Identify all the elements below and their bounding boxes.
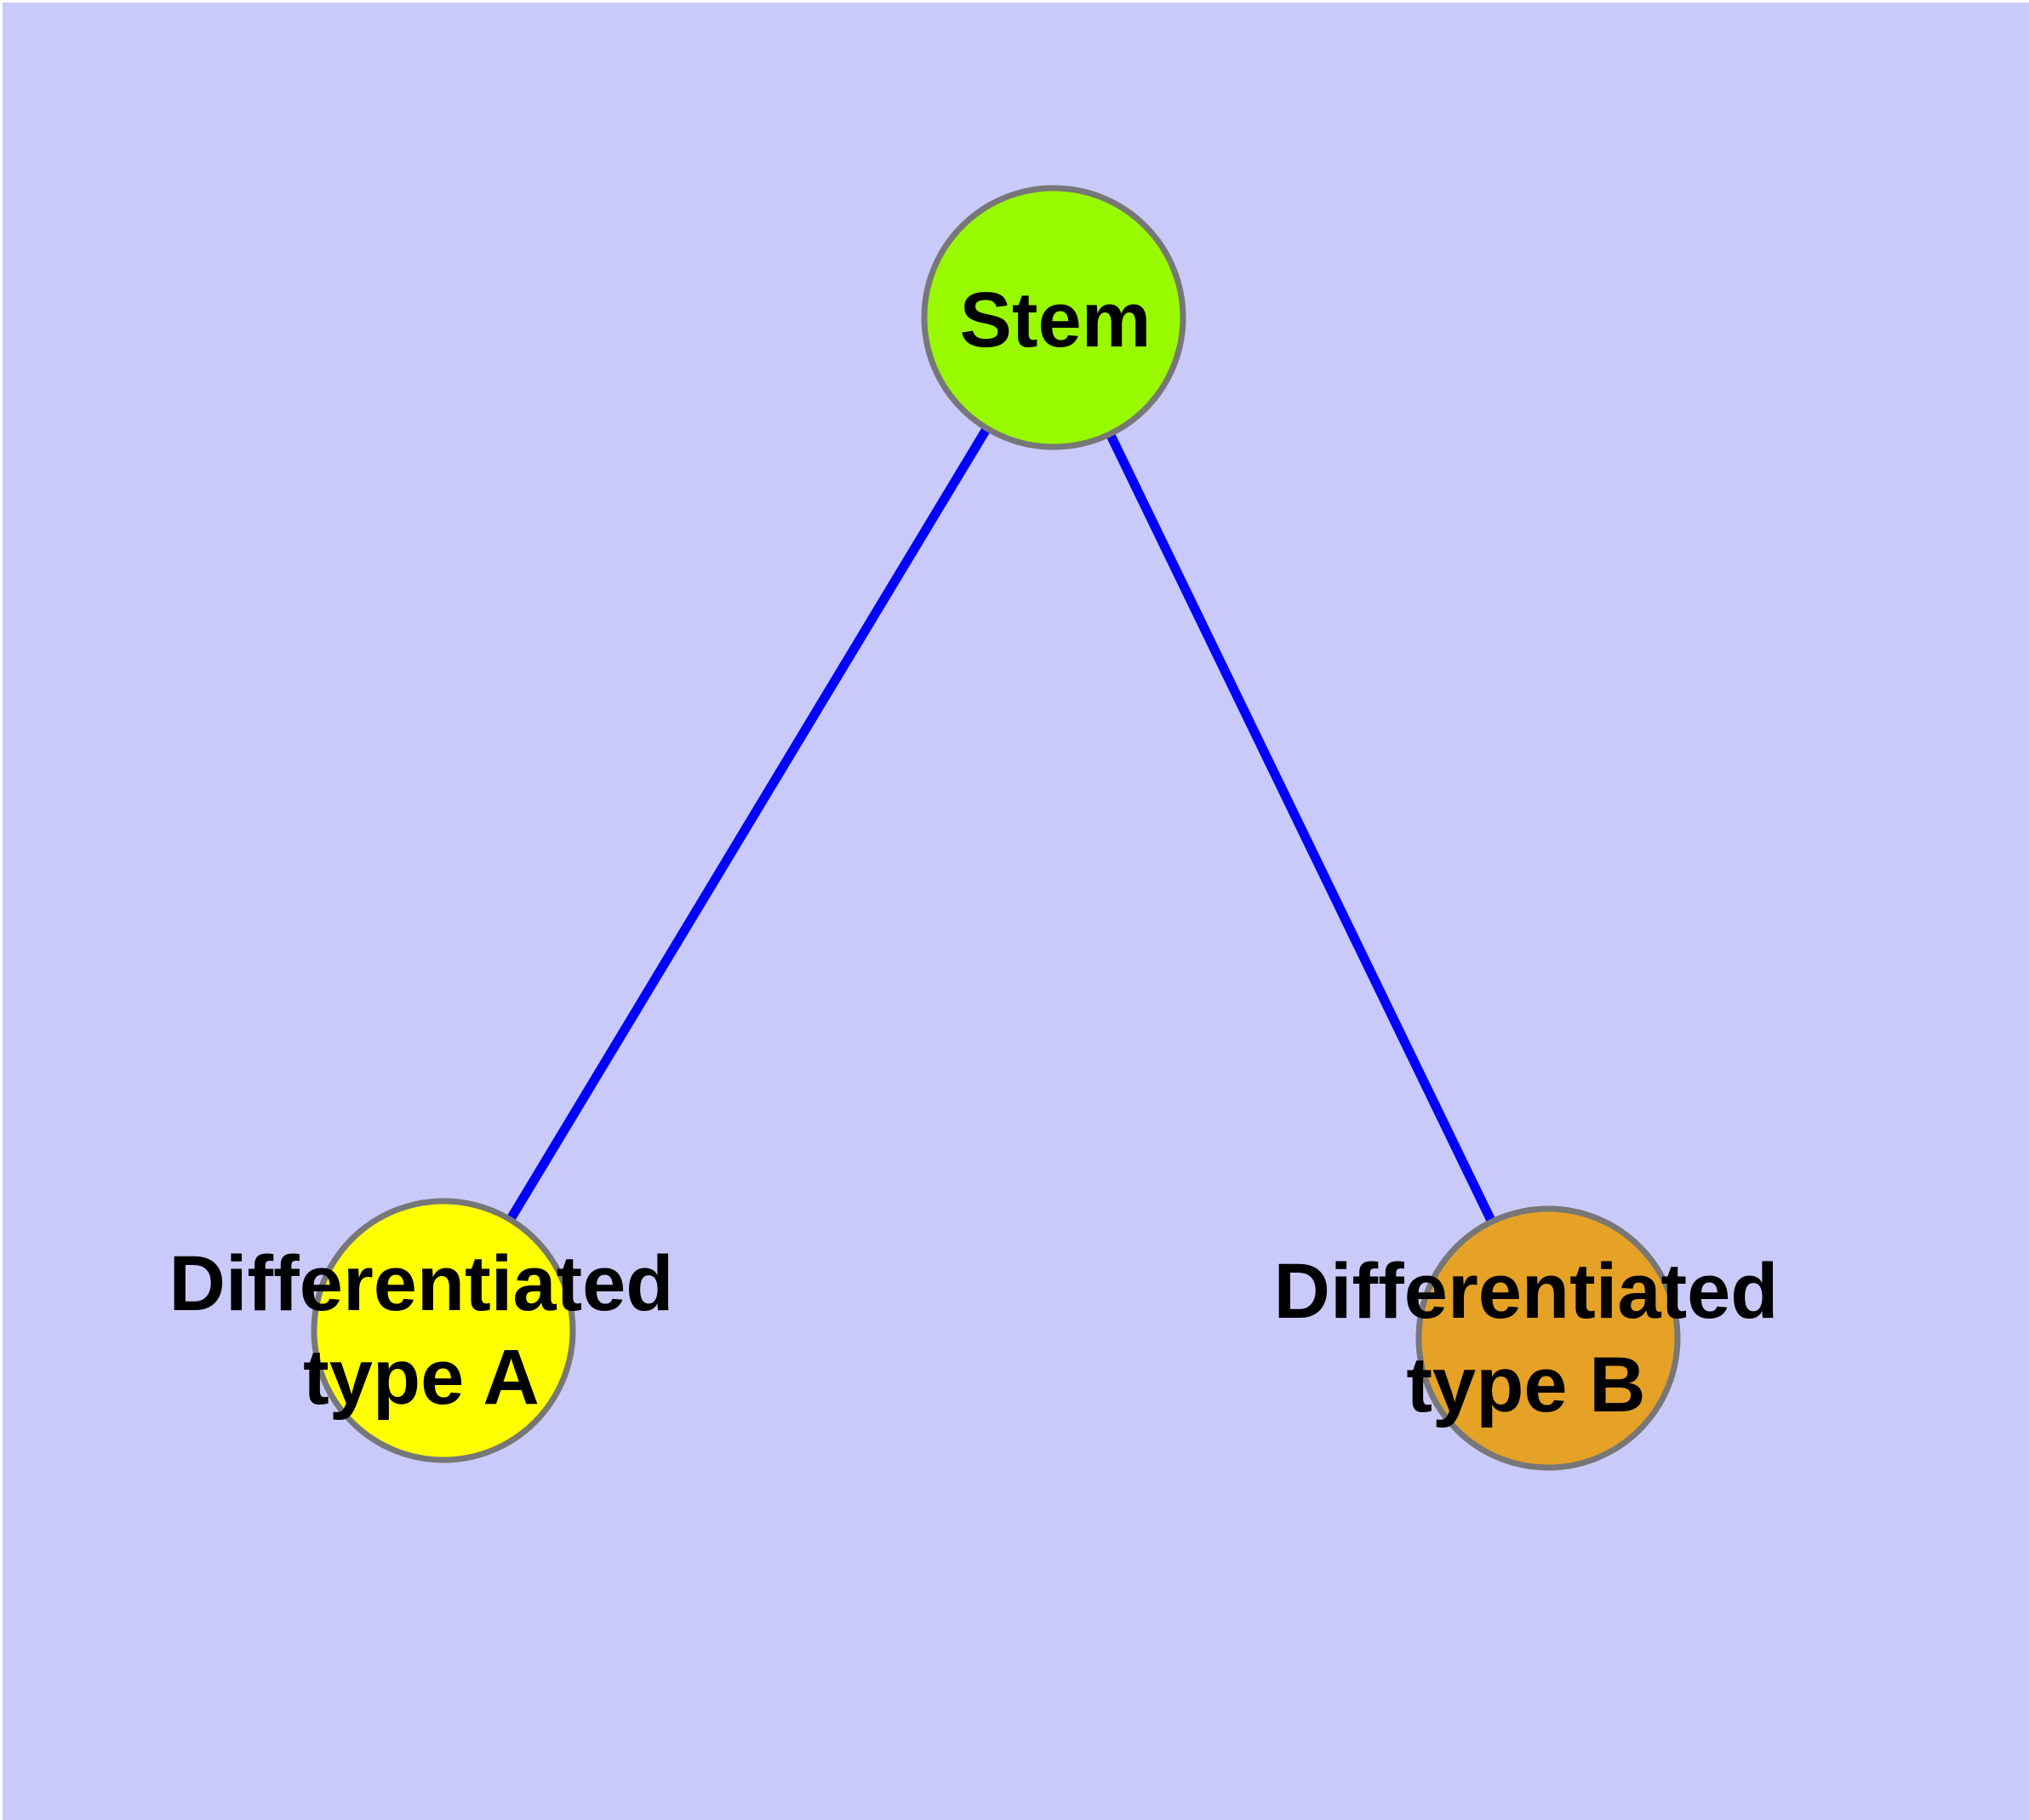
node-differentiated-type-a xyxy=(311,1198,576,1463)
node-stem-label: Stem xyxy=(960,277,1152,363)
edge-stem-to-type-a xyxy=(439,315,1058,1333)
node-differentiated-type-b xyxy=(1415,1205,1681,1471)
edge-stem-to-type-b xyxy=(1049,315,1552,1341)
node-type-b-label-line2: type B xyxy=(1406,1342,1645,1428)
node-stem xyxy=(921,185,1186,450)
node-type-a-label-line2: type A xyxy=(303,1334,540,1421)
node-type-a-label-line1: Differentiated xyxy=(169,1240,674,1327)
node-type-b-label-line1: Differentiated xyxy=(1274,1248,1779,1335)
